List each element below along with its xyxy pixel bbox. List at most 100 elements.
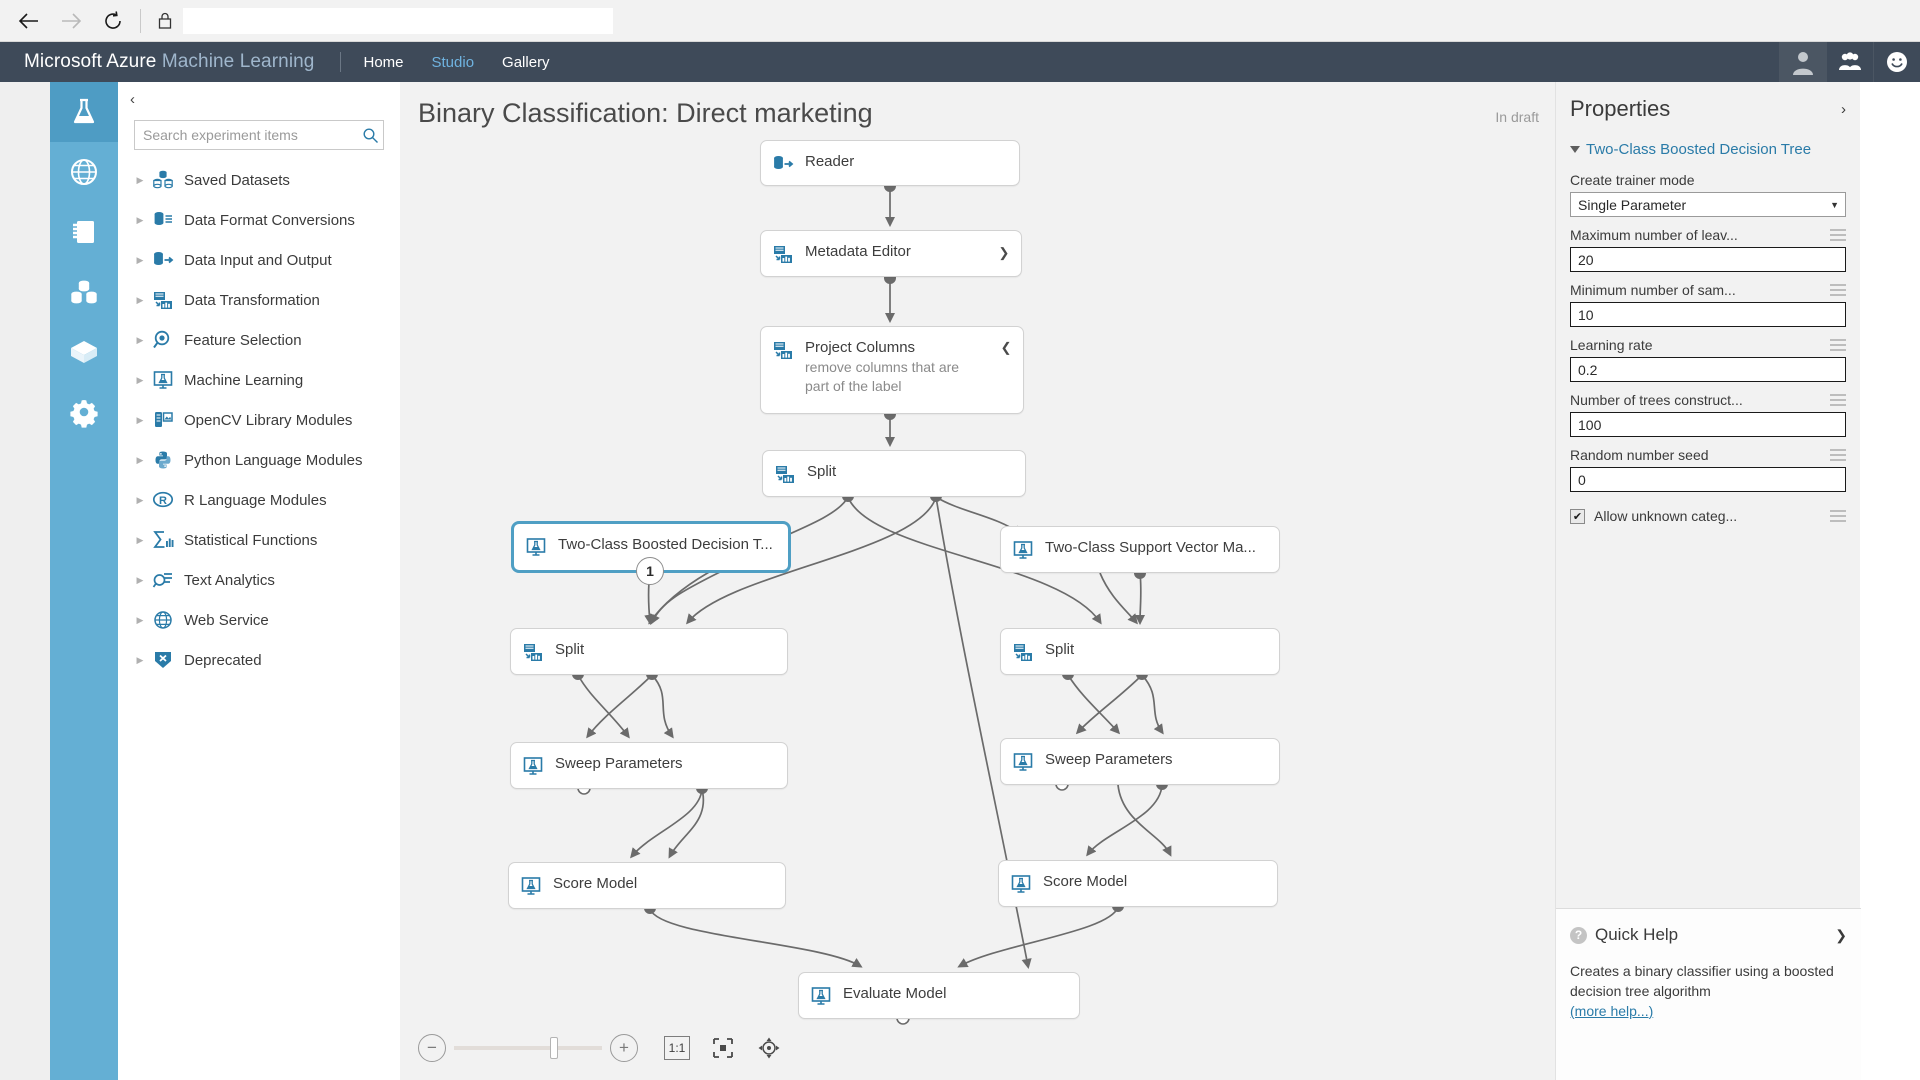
collapse-properties-button[interactable]: › [1841,100,1846,118]
quick-help-header[interactable]: ? Quick Help ❯ [1556,909,1861,945]
zoom-reset-1-1-button[interactable]: 1:1 [664,1036,690,1060]
rail-experiments-flask-icon[interactable] [50,82,118,142]
chevron-right-icon[interactable]: ▶ [136,334,144,345]
parameter-range-icon[interactable] [1830,229,1846,241]
forward-arrow-icon[interactable] [50,2,92,40]
azure-brand[interactable]: Microsoft Azure Machine Learning [24,51,314,73]
tree-item-opencv-library-modules[interactable]: ▶ OpenCV Library Modules [118,400,400,440]
tree-item-data-format-conversions[interactable]: ▶ Data Format Conversions [118,200,400,240]
node-connection-badge[interactable]: 1 [636,557,664,585]
tree-item-saved-datasets[interactable]: ▶ Saved Datasets [118,160,400,200]
zoom-slider-thumb[interactable] [550,1037,558,1059]
rail-web-services-globe-icon[interactable] [50,142,118,202]
parameter-range-icon[interactable] [1830,510,1846,522]
chevron-right-icon[interactable]: ▶ [136,534,144,545]
tree-item-text-analytics[interactable]: ▶ Text Analytics [118,560,400,600]
collapse-tree-button[interactable]: ‹ [118,82,400,116]
triangle-collapse-icon[interactable] [1570,145,1580,153]
tree-item-feature-selection[interactable]: ▶ Feature Selection [118,320,400,360]
reload-icon[interactable] [92,2,134,40]
chevron-down-icon[interactable]: ❯ [1835,926,1847,943]
tree-item-python-language-modules[interactable]: ▶ Python Language Modules [118,440,400,480]
maximum-leaves-input[interactable] [1570,247,1846,272]
chevron-right-icon[interactable]: ▶ [136,574,144,585]
node-project-columns[interactable]: Project Columns remove columns that are … [760,326,1024,414]
node-metadata-editor[interactable]: Metadata Editor ❯ [760,230,1022,277]
tree-item-web-service[interactable]: ▶ Web Service [118,600,400,640]
minimum-samples-input[interactable] [1570,302,1846,327]
ml-model-icon [799,973,843,1017]
nav-gallery[interactable]: Gallery [502,53,550,71]
nav-home[interactable]: Home [363,53,404,71]
experiment-canvas[interactable]: Binary Classification: Direct marketing … [400,82,1555,1080]
node-two-class-support-vector-machine[interactable]: Two-Class Support Vector Ma... [1000,526,1280,573]
tree-item-label: Data Format Conversions [184,211,355,229]
fit-to-screen-icon[interactable] [710,1035,736,1061]
tree-item-r-language-modules[interactable]: ▶ R R Language Modules [118,480,400,520]
smiley-feedback-icon[interactable] [1873,42,1920,82]
header-actions [1779,42,1920,82]
chevron-right-icon[interactable]: ▶ [136,654,144,665]
node-split-right[interactable]: Split [1000,628,1280,675]
tree-item-machine-learning[interactable]: ▶ Machine Learning [118,360,400,400]
node-split-top[interactable]: Split [762,450,1026,497]
chevron-right-icon[interactable]: ▶ [136,414,144,425]
pan-move-icon[interactable] [756,1035,782,1061]
back-arrow-icon[interactable] [8,2,50,40]
more-help-link[interactable]: (more help...) [1570,1002,1654,1019]
chevron-right-icon[interactable]: ▶ [136,174,144,185]
node-two-class-boosted-decision-tree[interactable]: Two-Class Boosted Decision T... [512,522,790,572]
node-sweep-parameters-left[interactable]: Sweep Parameters [510,742,788,789]
chevron-right-icon[interactable]: ▶ [136,294,144,305]
node-evaluate-model[interactable]: Evaluate Model [798,972,1080,1019]
people-icon[interactable] [1826,42,1873,82]
chevron-right-icon[interactable]: ▶ [136,494,144,505]
node-reader[interactable]: Reader [760,140,1020,186]
zoom-out-button[interactable]: − [418,1034,446,1062]
avatar-icon[interactable] [1779,42,1826,82]
tree-item-statistical-functions[interactable]: ▶ Statistical Functions [118,520,400,560]
parameter-range-icon[interactable] [1830,394,1846,406]
search-input[interactable] [135,122,357,148]
node-score-model-right[interactable]: Score Model [998,860,1278,907]
rail-notebooks-icon[interactable] [50,202,118,262]
properties-module-header[interactable]: Two-Class Boosted Decision Tree [1556,136,1860,162]
tree-item-deprecated[interactable]: ▶ Deprecated [118,640,400,680]
tree-item-data-transformation[interactable]: ▶ Data Transformation [118,280,400,320]
properties-header: Properties › [1556,82,1860,136]
chevron-right-icon[interactable]: ▶ [136,614,144,625]
node-title: Score Model [553,875,638,892]
chevron-up-icon[interactable]: ❯ [1000,342,1012,357]
field-label: Maximum number of leav... [1570,227,1738,243]
rail-settings-gear-icon[interactable] [50,382,118,442]
url-input[interactable] [183,7,613,34]
search-experiment-items[interactable] [134,120,384,150]
parameter-range-icon[interactable] [1830,339,1846,351]
rail-datasets-icon[interactable] [50,262,118,322]
field-allow-unknown-categories[interactable]: ✔ Allow unknown categ... [1556,508,1860,524]
zoom-in-button[interactable]: + [610,1034,638,1062]
node-sweep-parameters-right[interactable]: Sweep Parameters [1000,738,1280,785]
parameter-range-icon[interactable] [1830,449,1846,461]
chevron-right-icon[interactable]: ▶ [136,214,144,225]
parameter-range-icon[interactable] [1830,284,1846,296]
zoom-slider[interactable] [454,1037,602,1059]
chevron-down-icon[interactable]: ▼ [1830,199,1839,210]
tree-item-data-input-and-output[interactable]: ▶ Data Input and Output [118,240,400,280]
chevron-right-icon[interactable]: ▶ [136,374,144,385]
create-trainer-mode-select[interactable]: Single Parameter ▼ [1570,192,1846,217]
field-label: Allow unknown categ... [1594,508,1738,524]
allow-unknown-checkbox[interactable]: ✔ [1570,508,1585,524]
node-score-model-left[interactable]: Score Model [508,862,786,909]
chevron-down-icon[interactable]: ❯ [998,245,1010,260]
field-minimum-number-of-samples: Minimum number of sam... [1556,282,1860,327]
chevron-right-icon[interactable]: ▶ [136,254,144,265]
nav-studio[interactable]: Studio [431,53,475,71]
node-split-left[interactable]: Split [510,628,788,675]
random-seed-input[interactable] [1570,467,1846,492]
number-of-trees-input[interactable] [1570,412,1846,437]
chevron-right-icon[interactable]: ▶ [136,454,144,465]
rail-trained-models-cube-icon[interactable] [50,322,118,382]
search-icon[interactable] [357,127,383,144]
learning-rate-input[interactable] [1570,357,1846,382]
